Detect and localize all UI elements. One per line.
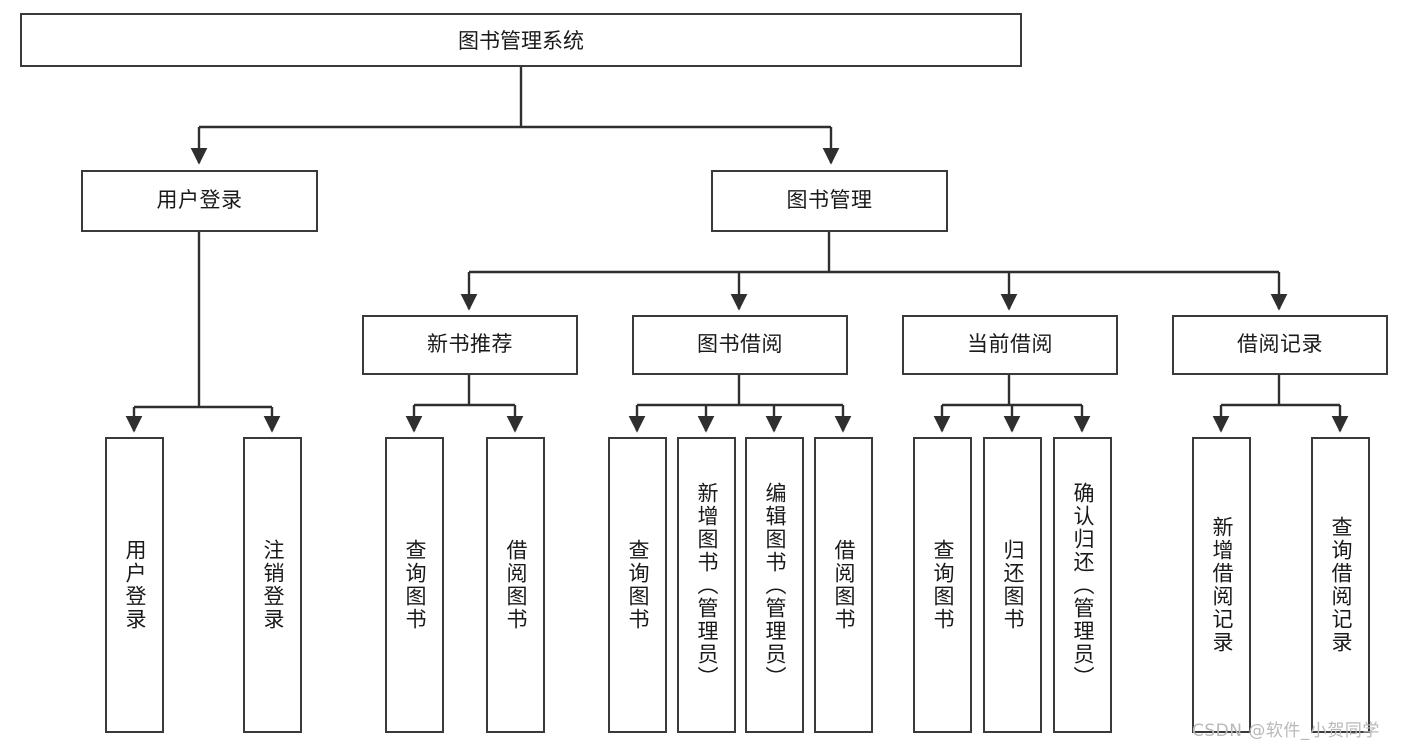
node-book-manage[interactable]: 图书管理: [711, 170, 948, 232]
node-leaf-confirm-return-label: 确认归还（管理员）: [1070, 481, 1095, 689]
node-leaf-user-login-label: 用户登录: [122, 539, 147, 631]
csdn-watermark: CSDN @软件_小贺同学: [1192, 721, 1380, 741]
node-book-manage-label: 图书管理: [786, 188, 873, 213]
node-leaf-query-book-3-label: 查询图书: [930, 539, 955, 631]
node-leaf-user-login[interactable]: 用户登录: [105, 437, 164, 733]
node-leaf-borrow-book-1[interactable]: 借阅图书: [486, 437, 545, 733]
node-user-login-label: 用户登录: [156, 188, 243, 213]
node-leaf-confirm-return[interactable]: 确认归还（管理员）: [1053, 437, 1112, 733]
node-leaf-logout-label: 注销登录: [260, 539, 285, 631]
node-new-book-recommend-label: 新书推荐: [427, 332, 513, 357]
node-leaf-edit-book-label: 编辑图书（管理员）: [762, 481, 787, 689]
node-leaf-return-book[interactable]: 归还图书: [983, 437, 1042, 733]
node-leaf-borrow-book-2[interactable]: 借阅图书: [814, 437, 873, 733]
node-leaf-query-book-2[interactable]: 查询图书: [608, 437, 667, 733]
node-current-borrow-label: 当前借阅: [967, 332, 1053, 357]
node-leaf-logout[interactable]: 注销登录: [243, 437, 302, 733]
node-leaf-query-book-1[interactable]: 查询图书: [385, 437, 444, 733]
node-root-label: 图书管理系统: [458, 29, 584, 53]
node-leaf-query-record-label: 查询借阅记录: [1328, 516, 1353, 654]
node-leaf-query-book-1-label: 查询图书: [402, 539, 427, 631]
node-borrow-record[interactable]: 借阅记录: [1172, 315, 1388, 375]
node-book-borrow-label: 图书借阅: [697, 332, 783, 357]
node-new-book-recommend[interactable]: 新书推荐: [362, 315, 578, 375]
node-leaf-query-book-3[interactable]: 查询图书: [913, 437, 972, 733]
node-current-borrow[interactable]: 当前借阅: [902, 315, 1118, 375]
node-leaf-borrow-book-1-label: 借阅图书: [503, 539, 528, 631]
node-book-borrow[interactable]: 图书借阅: [632, 315, 848, 375]
node-leaf-add-record[interactable]: 新增借阅记录: [1192, 437, 1251, 733]
node-leaf-add-record-label: 新增借阅记录: [1209, 516, 1234, 654]
node-leaf-query-book-2-label: 查询图书: [625, 539, 650, 631]
node-leaf-add-book[interactable]: 新增图书（管理员）: [677, 437, 736, 733]
node-leaf-borrow-book-2-label: 借阅图书: [831, 539, 856, 631]
node-root[interactable]: 图书管理系统: [20, 13, 1022, 67]
node-user-login[interactable]: 用户登录: [81, 170, 318, 232]
node-leaf-return-book-label: 归还图书: [1000, 539, 1025, 631]
node-leaf-query-record[interactable]: 查询借阅记录: [1311, 437, 1370, 733]
node-leaf-edit-book[interactable]: 编辑图书（管理员）: [745, 437, 804, 733]
node-borrow-record-label: 借阅记录: [1237, 332, 1323, 357]
node-leaf-add-book-label: 新增图书（管理员）: [694, 481, 719, 689]
